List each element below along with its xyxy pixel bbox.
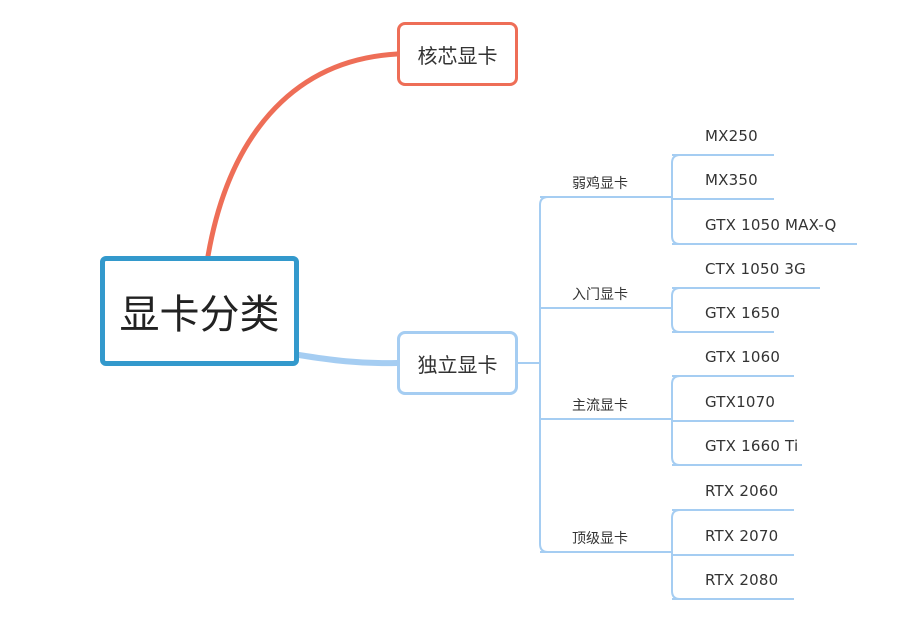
category-connectors (518, 154, 857, 600)
item-bracket (671, 287, 681, 333)
gpu-item[interactable]: RTX 2080 (705, 571, 779, 589)
connector-root-core (205, 51, 400, 259)
gpu-item[interactable]: GTX1070 (705, 393, 776, 411)
gpu-item[interactable]: RTX 2070 (705, 527, 779, 545)
discrete-graphics-label: 独立显卡 (417, 352, 498, 377)
root-label: 显卡分类 (119, 292, 280, 338)
gpu-item[interactable]: RTX 2060 (705, 482, 779, 500)
gpu-item[interactable]: GTX 1660 Ti (705, 437, 799, 455)
gpu-item[interactable]: MX250 (705, 127, 758, 145)
gpu-item[interactable]: MX350 (705, 171, 758, 189)
gpu-item[interactable]: GTX 1060 (705, 348, 781, 366)
category-label[interactable]: 顶级显卡 (572, 531, 628, 547)
gpu-item[interactable]: CTX 1050 3G (705, 260, 806, 278)
category-label[interactable]: 弱鸡显卡 (572, 176, 628, 192)
category-label[interactable]: 主流显卡 (572, 398, 628, 414)
gpu-item[interactable]: GTX 1050 MAX-Q (705, 216, 837, 234)
core-graphics-node[interactable]: 核芯显卡 (397, 22, 518, 86)
category-trunk (539, 196, 549, 553)
category-label[interactable]: 入门显卡 (572, 287, 628, 303)
root-node[interactable]: 显卡分类 (100, 256, 299, 366)
core-graphics-label: 核芯显卡 (417, 43, 498, 68)
connector-root-discrete (296, 352, 400, 367)
gpu-item[interactable]: GTX 1650 (705, 304, 781, 322)
discrete-graphics-node[interactable]: 独立显卡 (397, 331, 518, 395)
